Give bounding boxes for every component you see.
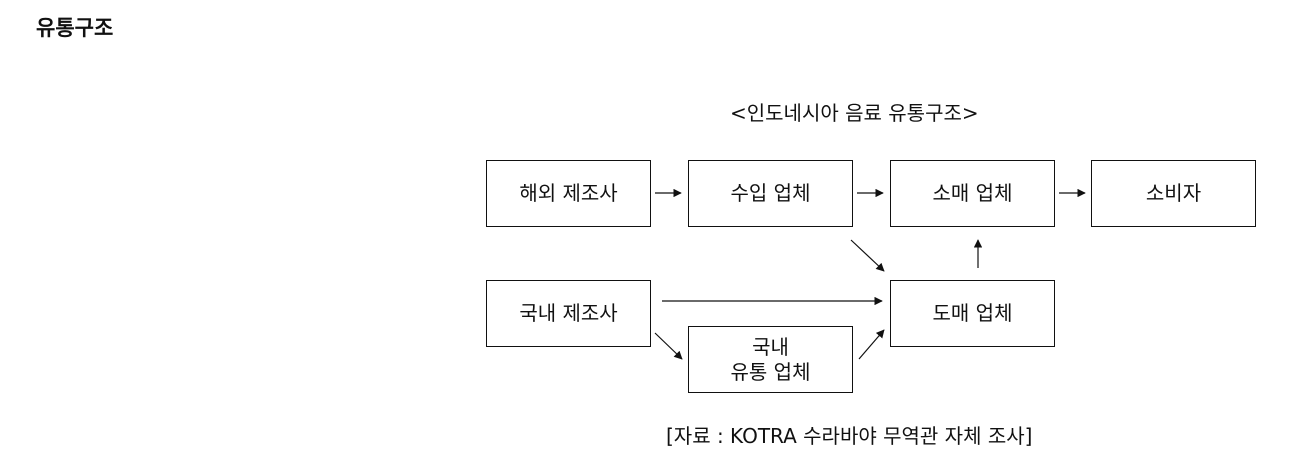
node-label: 국내 제조사: [519, 301, 618, 325]
arrow-distributor-to-wholesaler: [858, 329, 885, 360]
node-domestic-manufacturer: 국내 제조사: [486, 280, 651, 347]
node-label: 도매 업체: [932, 301, 1013, 325]
node-domestic-distributor: 국내 유통 업체: [688, 326, 853, 393]
node-label: 수입 업체: [730, 181, 811, 205]
node-label: 소비자: [1145, 181, 1202, 205]
diagram-title: <인도네시아 음료 유통구조>: [730, 101, 979, 125]
node-overseas-manufacturer: 해외 제조사: [486, 160, 651, 227]
node-wholesaler: 도매 업체: [890, 280, 1055, 347]
node-importer: 수입 업체: [688, 160, 853, 227]
node-label: 국내 유통 업체: [730, 334, 811, 384]
source-note: [자료 : KOTRA 수라바야 무역관 자체 조사]: [666, 424, 1033, 448]
section-title: 유통구조: [36, 16, 114, 40]
node-retailer: 소매 업체: [890, 160, 1055, 227]
arrow-importer-to-wholesaler: [850, 239, 885, 272]
node-label: 소매 업체: [932, 181, 1013, 205]
node-consumer: 소비자: [1091, 160, 1256, 227]
arrow-domestic-mfr-to-distributor: [654, 332, 683, 360]
node-label: 해외 제조사: [519, 181, 618, 205]
